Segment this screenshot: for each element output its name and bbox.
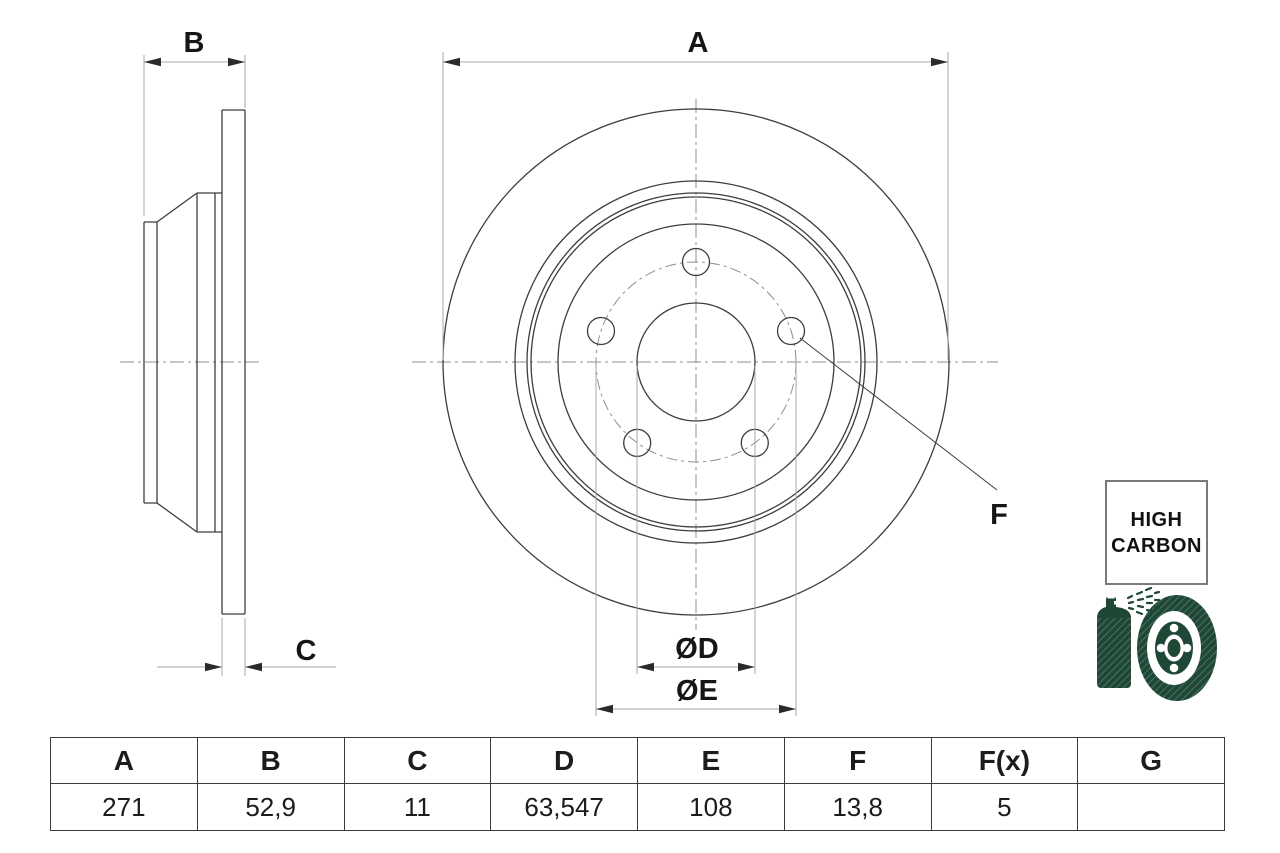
section-hat-flange xyxy=(143,221,158,504)
arrowhead xyxy=(228,57,245,67)
table-header-b: B xyxy=(196,737,345,784)
section-hat-wall xyxy=(196,192,222,533)
dimension-b: B xyxy=(143,27,246,216)
arrowhead xyxy=(596,704,613,714)
table-value-fx: 5 xyxy=(930,783,1079,831)
bolt-circle xyxy=(595,261,797,463)
center-bore xyxy=(636,302,756,422)
table-value-row: 271 52,9 11 63,547 108 13,8 5 xyxy=(50,783,1225,831)
table-value-b: 52,9 xyxy=(196,783,345,831)
bolt-hole xyxy=(586,316,616,346)
badge-line2: CARBON xyxy=(1111,534,1202,557)
bolt-hole xyxy=(681,247,711,277)
bolt-hole xyxy=(776,316,806,346)
f-leader-line xyxy=(799,337,998,491)
hat-flange-circle xyxy=(557,223,835,501)
section-view: B C xyxy=(120,27,336,676)
arrowhead xyxy=(931,57,948,67)
table-value-c: 11 xyxy=(343,783,492,831)
arrowhead xyxy=(205,662,222,672)
table-value-g xyxy=(1077,783,1225,831)
arrowhead xyxy=(144,57,161,67)
table-header-a: A xyxy=(50,737,198,784)
dimension-table: A B C D E F F(x) G 271 52,9 11 63,547 10… xyxy=(50,737,1225,831)
front-view: A ØD ØE F xyxy=(412,27,1008,716)
dim-c-label: C xyxy=(296,635,317,667)
drawing-area: B C xyxy=(120,27,1008,716)
dimension-a: A xyxy=(442,27,949,360)
table-header-row: A B C D E F F(x) G xyxy=(50,737,1225,784)
section-hat-cone xyxy=(156,192,198,533)
arrowhead xyxy=(637,662,654,672)
arrowhead xyxy=(443,57,460,67)
table-value-e: 108 xyxy=(637,783,785,831)
spray-coated-disc-icon xyxy=(1085,584,1225,708)
high-carbon-badge: HIGH CARBON xyxy=(1105,480,1208,585)
table-header-fx: F(x) xyxy=(930,737,1079,784)
spray-mist xyxy=(1126,586,1161,616)
dim-b-label: B xyxy=(184,27,205,59)
table-value-d: 63,547 xyxy=(490,783,638,831)
hat-step-circle-inner xyxy=(530,196,862,528)
dimension-d: ØD xyxy=(636,366,756,674)
dimension-c: C xyxy=(157,618,336,676)
spray-can-and-disc-graphic xyxy=(1097,586,1217,701)
arrowhead xyxy=(738,662,755,672)
table-value-f: 13,8 xyxy=(783,783,932,831)
dim-f-label: F xyxy=(990,499,1008,531)
table-header-g: G xyxy=(1077,737,1225,784)
dim-a-label: A xyxy=(688,27,709,59)
table-value-a: 271 xyxy=(50,783,198,831)
dim-d-label: ØD xyxy=(675,633,719,665)
dim-e-label: ØE xyxy=(676,675,718,707)
friction-band-circle xyxy=(514,180,878,544)
hat-step-circle-outer xyxy=(526,192,866,532)
spray-can xyxy=(1097,596,1131,688)
dimension-e: ØE xyxy=(595,366,797,716)
table-header-e: E xyxy=(637,737,785,784)
badge-line1: HIGH xyxy=(1130,508,1183,531)
table-header-f: F xyxy=(783,737,932,784)
arrowhead xyxy=(779,704,796,714)
arrowhead xyxy=(245,662,262,672)
disc-outer-edge xyxy=(442,108,950,616)
dimension-f: F xyxy=(799,337,1008,531)
section-disc-plate xyxy=(221,109,246,615)
table-header-d: D xyxy=(490,737,638,784)
table-header-c: C xyxy=(343,737,492,784)
disc-icon xyxy=(1137,595,1217,701)
